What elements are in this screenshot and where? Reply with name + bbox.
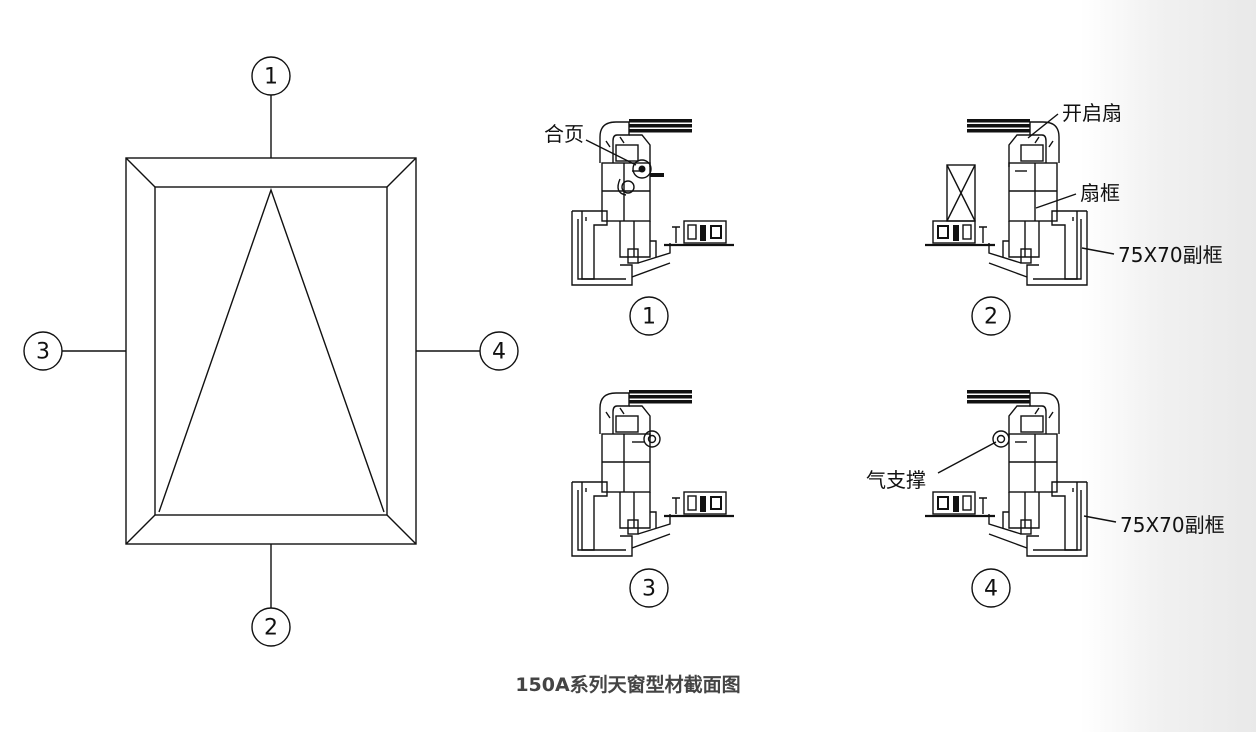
- right-edge-fade: [1080, 0, 1256, 732]
- marker-left-number: 3: [36, 340, 50, 365]
- section-2-profile: [923, 117, 1089, 287]
- marker-left: 3: [23, 331, 63, 371]
- subframe-leader-2: [1081, 247, 1115, 255]
- gas-strut-label: 气支撑: [866, 468, 926, 492]
- section-4-number: 4: [984, 577, 998, 602]
- sash-frame-leader: [1035, 193, 1077, 209]
- marker-bottom-number: 2: [264, 616, 278, 641]
- sash-label: 开启扇: [1062, 101, 1122, 125]
- hinge-leader: [585, 139, 637, 166]
- gas-strut-leader: [937, 441, 997, 474]
- section-1-number: 1: [642, 305, 656, 330]
- section-3: 3: [570, 388, 736, 608]
- hinge-label: 合页: [544, 122, 584, 146]
- section-1-profile: [570, 117, 736, 287]
- marker-top-number: 1: [264, 65, 278, 90]
- section-1: 合页 1: [544, 117, 736, 336]
- section-3-profile: [570, 388, 736, 558]
- subframe-label-2: 75X70副框: [1118, 243, 1223, 267]
- sash-leader: [1027, 113, 1059, 139]
- marker-right: 4: [479, 331, 519, 371]
- section-4: 气支撑 75X70副框 4: [866, 388, 1225, 608]
- section-2: 开启扇 扇框 75X70副框 2: [923, 101, 1223, 336]
- section-4-profile: [923, 388, 1089, 558]
- sash-frame-label: 扇框: [1080, 181, 1120, 205]
- marker-top: 1: [251, 56, 291, 96]
- marker-right-number: 4: [492, 340, 506, 365]
- marker-bottom: 2: [251, 607, 291, 647]
- figure-caption: 150A系列天窗型材截面图: [515, 674, 741, 696]
- window-elevation: 1 2 3 4: [23, 56, 519, 647]
- section-3-number: 3: [642, 577, 656, 602]
- subframe-leader-4: [1083, 515, 1117, 523]
- subframe-label-4: 75X70副框: [1120, 513, 1225, 537]
- section-2-number: 2: [984, 305, 998, 330]
